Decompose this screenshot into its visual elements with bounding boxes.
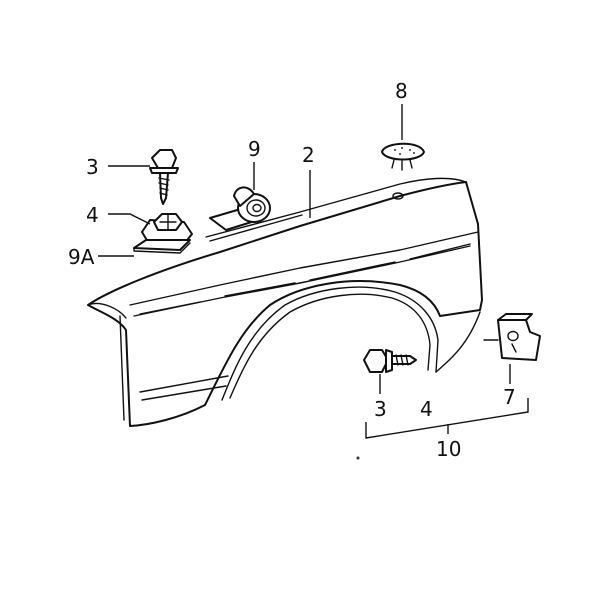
leader-4-top: [108, 213, 151, 225]
label-4-top: 4: [86, 203, 99, 227]
label-9: 9: [248, 137, 261, 161]
label-10: 10: [436, 437, 461, 461]
fender: [87, 177, 483, 427]
bracket-slot: [507, 330, 519, 353]
bracket: [483, 313, 541, 361]
tape-roll-core: [252, 203, 262, 213]
plug-legs: [391, 159, 413, 171]
plug-texture: [409, 149, 411, 151]
clip-nut-detail: [159, 213, 177, 231]
bolt-top: [149, 149, 179, 205]
tape-roll-inner: [246, 199, 266, 217]
bracket-side: [497, 313, 533, 321]
bolt-bottom: [363, 349, 417, 373]
fender-body: [87, 181, 483, 427]
plug: [381, 142, 425, 171]
sealing-tape: [209, 186, 271, 231]
fender-top-flange: [205, 177, 467, 238]
fender-crease-upper: [129, 231, 479, 306]
fender-lower-line-2: [141, 385, 227, 401]
bolt-top-head: [151, 149, 177, 169]
fender-front-edge: [87, 302, 127, 319]
tape-roll-side: [233, 186, 255, 207]
washer-plate-body: [133, 239, 191, 251]
label-2: 2: [302, 143, 315, 167]
fender-wheel-arch-lip: [221, 286, 439, 401]
bolt-bottom-flange: [385, 349, 393, 373]
fender-molding: [139, 243, 471, 315]
label-7: 7: [503, 385, 516, 409]
kit-bracket-line: [365, 398, 529, 439]
bracket-front: [497, 319, 541, 361]
label-3-top: 3: [86, 155, 99, 179]
fender-flange-hole: [392, 192, 404, 200]
washer-plate: [133, 239, 191, 254]
bolt-top-flange: [149, 167, 179, 174]
fender-top-inner: [209, 214, 303, 242]
label-9A: 9A: [68, 245, 95, 269]
stray-mark: [356, 456, 360, 460]
label-8: 8: [395, 79, 408, 103]
bolt-bottom-shank: [391, 355, 417, 365]
bolt-top-thread: [158, 177, 170, 196]
plug-texture: [399, 153, 401, 155]
fender-lower-line: [139, 375, 229, 393]
bolt-bottom-thread: [395, 354, 409, 366]
plug-texture: [413, 152, 415, 154]
fender-rear-lower: [435, 311, 481, 373]
label-4-bottom: 4: [420, 397, 433, 421]
fender-wheel-arch-inner: [229, 293, 431, 399]
plug-cap: [381, 142, 425, 161]
plug-texture: [394, 149, 396, 151]
washer-plate-shadow: [133, 242, 191, 254]
plug-texture: [401, 147, 403, 149]
fender-front-lower: [119, 315, 125, 421]
bolt-bottom-head: [363, 349, 389, 373]
label-3-bottom: 3: [374, 397, 387, 421]
